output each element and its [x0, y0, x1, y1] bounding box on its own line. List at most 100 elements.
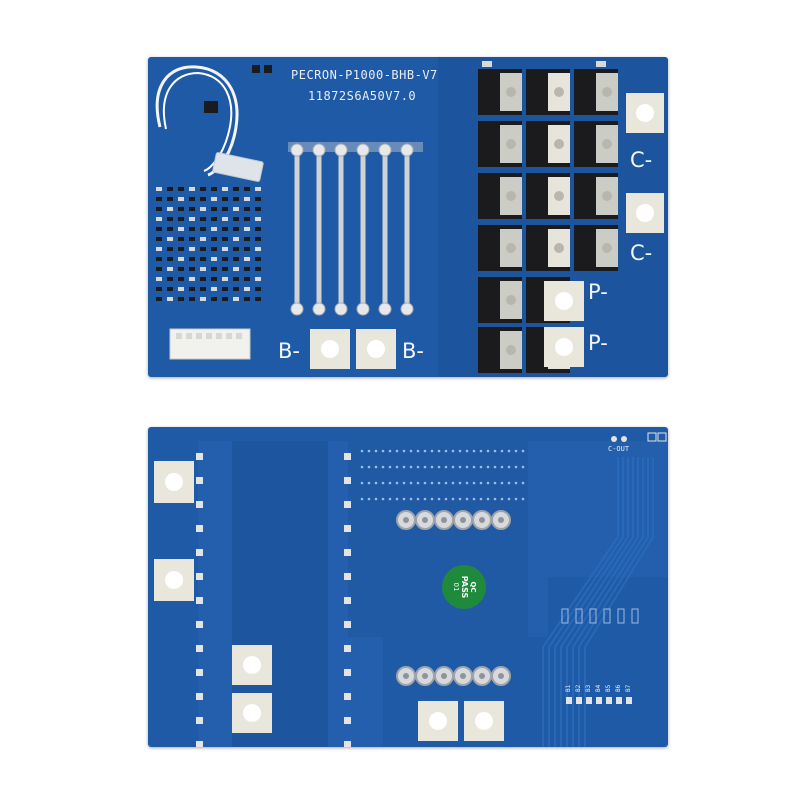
- mosfet-tab-hole: [506, 87, 516, 97]
- mosfet-tab-hole: [602, 191, 612, 201]
- connector-pin: [236, 333, 242, 339]
- via: [514, 465, 518, 469]
- via: [465, 481, 469, 485]
- smd-capacitor: [596, 61, 606, 67]
- via: [521, 481, 525, 485]
- via: [423, 449, 427, 453]
- balance-label-b1: B1: [565, 684, 572, 692]
- smd-component: [211, 257, 217, 261]
- via: [423, 481, 427, 485]
- shunt-solder: [378, 143, 392, 157]
- via: [458, 497, 462, 501]
- mosfet-tab-hole: [602, 87, 612, 97]
- mosfet-tab-hole: [554, 191, 564, 201]
- smd-component: [189, 197, 195, 201]
- smd-component: [178, 247, 184, 251]
- mosfet-tab-hole: [506, 243, 516, 253]
- connector-pin: [176, 333, 182, 339]
- smd-component: [167, 267, 173, 271]
- test-pad: [344, 621, 351, 628]
- via: [388, 465, 392, 469]
- via: [451, 449, 455, 453]
- via: [479, 449, 483, 453]
- small-ic: [252, 65, 260, 73]
- shunt-solder: [312, 302, 326, 316]
- via: [367, 497, 371, 501]
- smd-component: [244, 187, 250, 191]
- via: [465, 465, 469, 469]
- smd-component: [189, 287, 195, 291]
- shunt-solder-core: [460, 517, 466, 523]
- via: [486, 465, 490, 469]
- smd-component: [211, 277, 217, 281]
- via: [458, 449, 462, 453]
- via: [402, 449, 406, 453]
- via: [486, 481, 490, 485]
- via: [409, 449, 413, 453]
- via: [402, 465, 406, 469]
- smd-component: [156, 207, 162, 211]
- smd-component: [156, 227, 162, 231]
- via: [465, 497, 469, 501]
- smd-component: [255, 217, 261, 221]
- c-minus-label-1: C-: [630, 148, 653, 172]
- shunt-solder: [356, 302, 370, 316]
- balance-label-b5: B5: [605, 684, 612, 692]
- via: [507, 497, 511, 501]
- shunt-solder-core: [479, 517, 485, 523]
- test-pad: [196, 669, 203, 676]
- balance-pad: [606, 697, 612, 704]
- test-pad: [196, 477, 203, 484]
- via: [451, 465, 455, 469]
- test-pad: [344, 669, 351, 676]
- test-pad: [196, 741, 203, 747]
- smd-component: [244, 227, 250, 231]
- shunt-solder-core: [422, 673, 428, 679]
- small-ic: [264, 65, 272, 73]
- smd-component: [200, 267, 206, 271]
- mosfet-tab-hole: [554, 243, 564, 253]
- test-pad: [344, 717, 351, 724]
- smd-component: [178, 217, 184, 221]
- smd-component: [189, 297, 195, 301]
- via: [430, 481, 434, 485]
- smd-component: [222, 297, 228, 301]
- smd-component: [222, 187, 228, 191]
- smd-component: [189, 277, 195, 281]
- smd-footprint: [589, 608, 597, 624]
- smd-component: [211, 247, 217, 251]
- smd-component: [200, 297, 206, 301]
- pad-hole: [243, 704, 261, 722]
- smd-component: [200, 217, 206, 221]
- via: [521, 465, 525, 469]
- test-pad: [344, 741, 351, 747]
- via: [416, 449, 420, 453]
- qc-pass-seal: QC PASS 01: [442, 565, 486, 609]
- via: [360, 497, 364, 501]
- via: [514, 449, 518, 453]
- via: [388, 481, 392, 485]
- connector-pin: [186, 333, 192, 339]
- via: [423, 497, 427, 501]
- via: [479, 465, 483, 469]
- smd-component: [255, 197, 261, 201]
- pad-hole: [636, 204, 654, 222]
- via: [423, 465, 427, 469]
- smd-component: [167, 227, 173, 231]
- balance-label-b6: B6: [615, 684, 622, 692]
- smd-footprint: [561, 608, 569, 624]
- smd-component: [189, 187, 195, 191]
- smd-component: [167, 197, 173, 201]
- shunt-solder-core: [422, 517, 428, 523]
- via: [479, 481, 483, 485]
- smd-component: [167, 257, 173, 261]
- via: [416, 481, 420, 485]
- via: [472, 497, 476, 501]
- via: [402, 481, 406, 485]
- via: [493, 465, 497, 469]
- pad-hole: [243, 656, 261, 674]
- smd-component: [255, 287, 261, 291]
- balance-pad: [586, 697, 592, 704]
- test-pad: [196, 621, 203, 628]
- small-ic: [204, 101, 218, 113]
